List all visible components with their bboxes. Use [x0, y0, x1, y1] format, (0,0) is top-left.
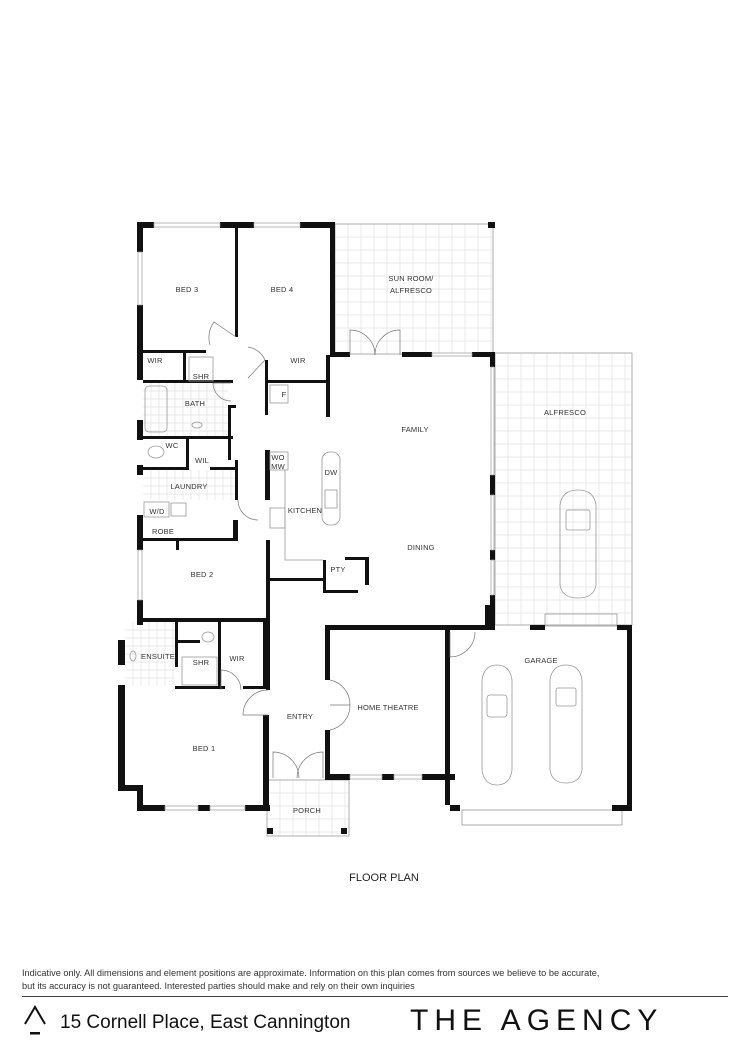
property-address: 15 Cornell Place, East Cannington [60, 1012, 351, 1033]
disclaimer-line: but its accuracy is not guaranteed. Inte… [22, 981, 415, 991]
sunroom-tiles [335, 224, 493, 354]
room-label-wc: WC [166, 441, 179, 450]
plan-title: FLOOR PLAN [349, 872, 419, 884]
room-label-home-theatre: HOME THEATRE [357, 703, 418, 712]
room-label-family: FAMILY [401, 425, 428, 434]
toilet-icon [147, 445, 165, 459]
garage-opening [544, 613, 618, 627]
room-label-shr: SHR [193, 372, 210, 381]
room-label-wd: W/D [149, 507, 165, 516]
room-label-pantry: PTY [330, 565, 345, 574]
room-label-robe: ROBE [152, 527, 174, 536]
room-label-shr: SHR [193, 658, 210, 667]
garage-apron [461, 809, 623, 826]
room-label-mw: MW [271, 462, 285, 471]
room-label-bed2: BED 2 [191, 570, 214, 579]
room-labels: BED 3 BED 4 SUN ROOM/ ALFRESCO WIR SHR W… [141, 274, 586, 815]
room-label-ensuite: ENSUITE [141, 652, 175, 661]
walls [118, 222, 632, 834]
room-label-wir: WIR [229, 654, 245, 663]
room-label-sunroom-alfresco: ALFRESCO [390, 286, 432, 295]
room-label-wir: WIR [290, 356, 306, 365]
alfresco-outline [494, 352, 633, 626]
basin-icon [129, 650, 137, 662]
agency-logo-icon [24, 1005, 46, 1035]
room-label-wir: WIR [147, 356, 163, 365]
toilet-icon [201, 631, 215, 643]
doors [208, 321, 476, 779]
room-label-bed4: BED 4 [271, 285, 294, 294]
room-label-bed3: BED 3 [176, 285, 199, 294]
windows [137, 222, 495, 811]
shower-icon [181, 656, 218, 686]
laundry-sink-icon [170, 502, 187, 517]
room-label-garage: GARAGE [524, 656, 557, 665]
car-seats [486, 694, 508, 718]
room-label-entry: ENTRY [287, 712, 313, 721]
room-label-laundry: LAUNDRY [170, 482, 207, 491]
wall-oven-icon [269, 451, 289, 471]
footer-divider [22, 996, 728, 997]
room-label-porch: PORCH [293, 806, 321, 815]
fixtures [129, 356, 597, 786]
car-roof [565, 509, 591, 531]
sink-icon [324, 489, 338, 509]
car-icon [549, 664, 583, 784]
car-icon [559, 489, 597, 599]
room-label-wil: WIL [195, 456, 209, 465]
car-icon [481, 664, 513, 786]
fridge-icon [269, 384, 289, 404]
alfresco-tiles [495, 353, 632, 625]
room-label-kitchen: KITCHEN [288, 506, 322, 515]
porch-tiles [267, 780, 349, 836]
cooktop-icon [269, 507, 286, 529]
room-label-alfresco: ALFRESCO [544, 408, 586, 417]
kitchen-island [321, 451, 341, 526]
room-label-dw: DW [325, 468, 339, 477]
room-label-dining: DINING [407, 543, 434, 552]
room-label-bed1: BED 1 [193, 744, 216, 753]
wet-area-tiles [125, 383, 235, 685]
kitchen-bench [284, 470, 323, 561]
shower-icon [188, 356, 214, 382]
room-label-fridge: F [282, 390, 287, 399]
room-label-sunroom: SUN ROOM/ [388, 274, 434, 283]
washer-dryer-icon [143, 501, 170, 518]
disclaimer: Indicative only. All dimensions and elem… [22, 967, 722, 993]
room-label-wo: WO [271, 453, 284, 462]
car-roof [555, 687, 577, 707]
disclaimer-line: Indicative only. All dimensions and elem… [22, 968, 600, 978]
room-label-bath: BATH [185, 399, 205, 408]
basin-icon [191, 421, 203, 429]
bathtub-icon [144, 385, 168, 433]
brand-logo: THE AGENCY [410, 1004, 664, 1037]
